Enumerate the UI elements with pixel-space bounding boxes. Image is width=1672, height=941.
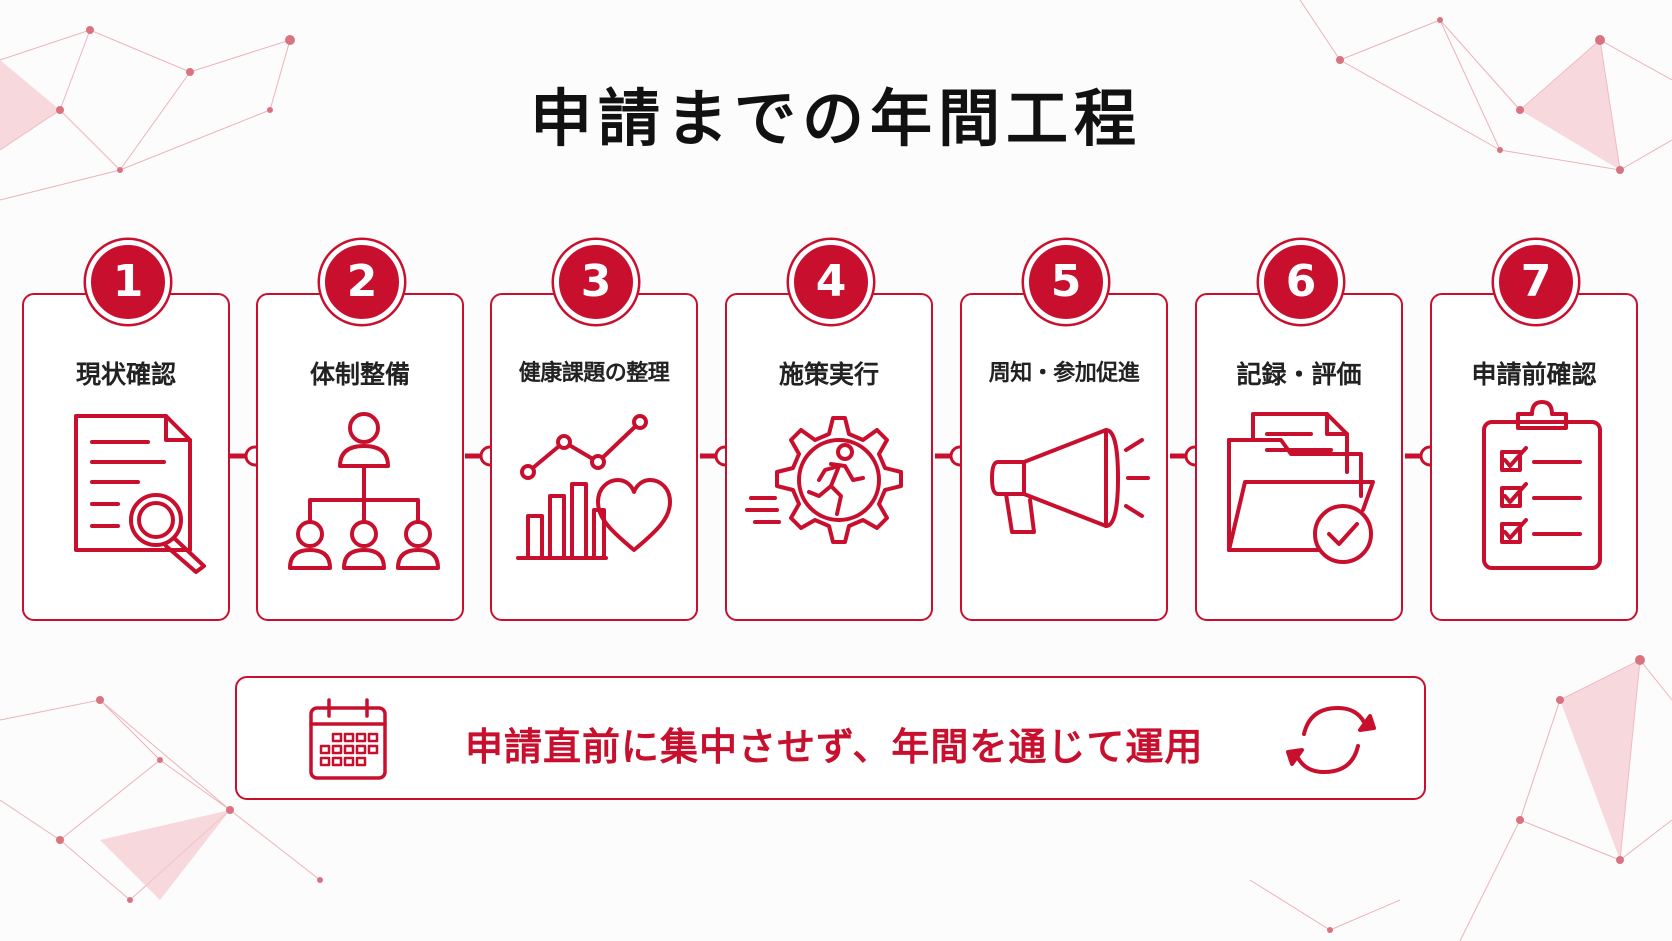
step-card-1: 現状確認 xyxy=(22,293,230,621)
step-number-badge-2: 2 xyxy=(320,240,404,324)
annual-operation-banner: 申請直前に集中させず、年間を通じて運用 xyxy=(235,676,1426,800)
step-number-badge-4: 4 xyxy=(789,240,873,324)
step-number-badge-5: 5 xyxy=(1024,240,1108,324)
step-label: 周知・参加促進 xyxy=(988,361,1140,386)
chart-heart-icon xyxy=(516,414,672,560)
document-search-icon xyxy=(74,414,206,574)
clipboard-checklist-icon xyxy=(1482,400,1602,570)
step-card-7: 申請前確認 xyxy=(1430,293,1638,621)
gear-runner-icon xyxy=(745,416,903,544)
banner-message: 申請直前に集中させず、年間を通じて運用 xyxy=(465,725,1204,769)
step-label: 現状確認 xyxy=(75,360,176,389)
page-title: 申請までの年間工程 xyxy=(529,82,1142,155)
step-card-2: 体制整備 xyxy=(256,293,464,621)
step-card-6: 記録・評価 xyxy=(1195,293,1403,621)
step-label: 健康課題の整理 xyxy=(518,361,670,386)
step-label: 体制整備 xyxy=(309,360,410,389)
org-chart-icon xyxy=(288,412,440,570)
calendar-icon xyxy=(309,698,387,780)
step-card-4: 施策実行 xyxy=(725,293,933,621)
folder-check-icon xyxy=(1227,412,1375,564)
step-number-badge-1: 1 xyxy=(86,240,170,324)
step-label: 申請前確認 xyxy=(1471,360,1597,389)
step-number-badge-6: 6 xyxy=(1259,240,1343,324)
step-label: 施策実行 xyxy=(778,360,879,389)
cycle-arrows-icon xyxy=(1286,706,1376,774)
megaphone-icon xyxy=(990,428,1150,534)
step-number-badge-3: 3 xyxy=(554,240,638,324)
step-number-badge-7: 7 xyxy=(1494,240,1578,324)
step-card-3: 健康課題の整理 xyxy=(490,293,698,621)
step-label: 記録・評価 xyxy=(1236,360,1362,389)
step-card-5: 周知・参加促進 xyxy=(960,293,1168,621)
